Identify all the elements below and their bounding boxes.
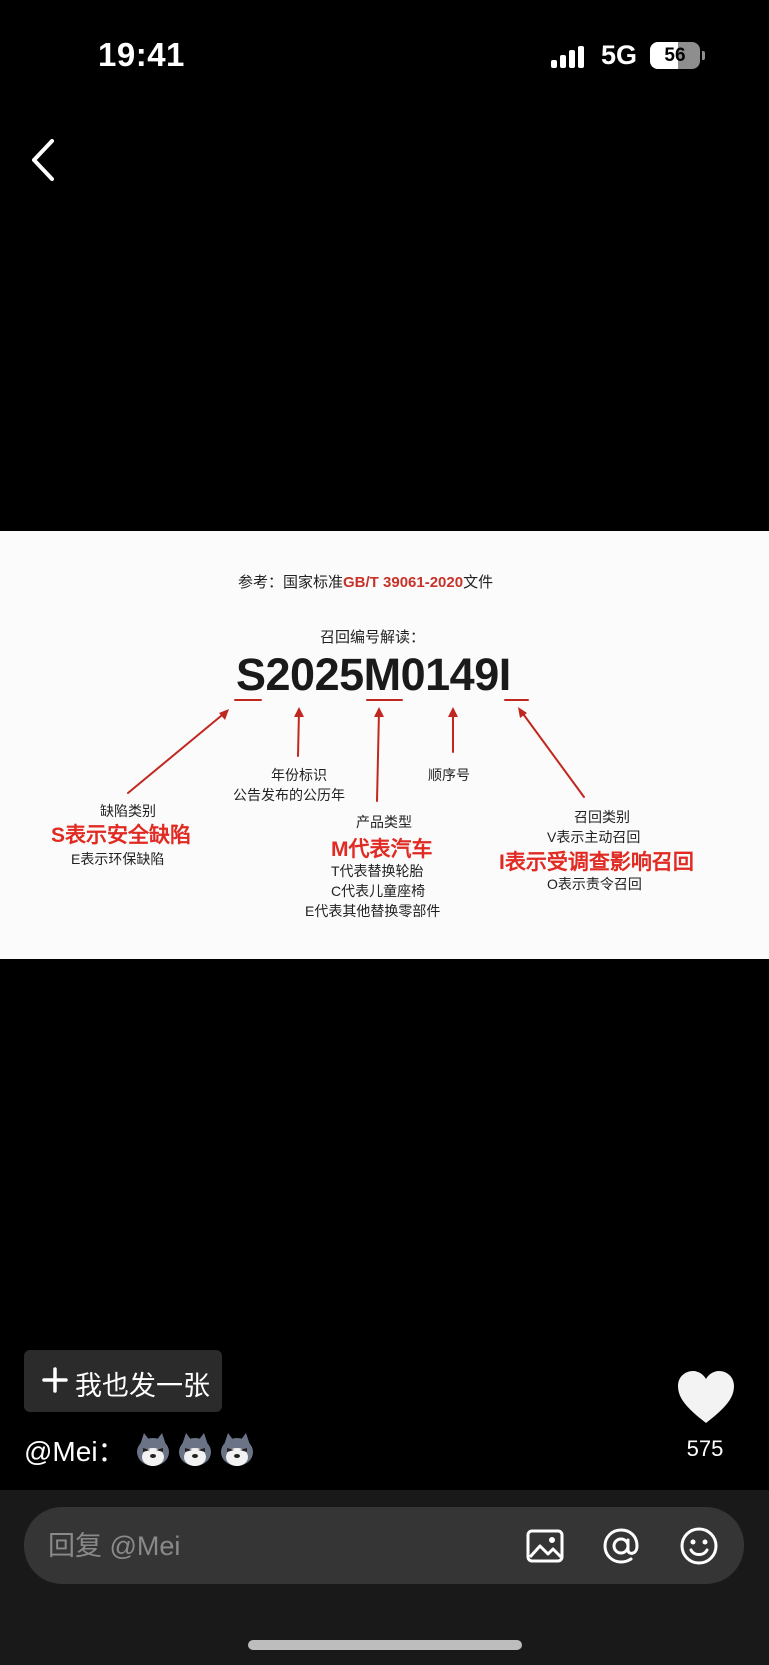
smile-icon[interactable] (678, 1525, 720, 1567)
post-too-button[interactable]: 我也发一张 (24, 1350, 222, 1412)
post-image[interactable]: 参考：国家标准GB/T 39061-2020文件 召回编号解读： S2025M0… (0, 531, 769, 959)
status-time: 19:41 (98, 36, 185, 73)
product-line: T代表替换轮胎 (331, 863, 424, 879)
at-icon[interactable] (600, 1525, 642, 1567)
back-arrow-icon[interactable] (24, 135, 64, 185)
signal-icon (551, 46, 584, 68)
husky-emoji-icon (136, 1433, 169, 1466)
reply-box (24, 1507, 744, 1584)
sequence-title: 顺序号 (428, 767, 470, 783)
home-indicator (248, 1640, 522, 1650)
plus-icon (42, 1367, 68, 1393)
recall-highlight: I表示受调查影响召回 (499, 851, 694, 874)
battery-level: 56 (664, 45, 686, 66)
heart-icon[interactable] (676, 1369, 736, 1425)
reference-line: 参考：国家标准GB/T 39061-2020文件 (238, 574, 494, 591)
arrows-overlay (127, 699, 585, 802)
battery-icon: 56 (650, 42, 705, 69)
post-too-label: 我也发一张 (75, 1371, 210, 1401)
recall-line: O表示责令召回 (547, 876, 642, 892)
image-icon[interactable] (524, 1525, 566, 1567)
defect-line: E表示环保缺陷 (71, 851, 165, 867)
caption-user[interactable]: @Mei： (24, 1436, 126, 1467)
product-line: C代表儿童座椅 (331, 883, 426, 899)
reply-input[interactable] (46, 1525, 470, 1567)
network-type: 5G (601, 40, 638, 70)
recall-line: V表示主动召回 (547, 829, 641, 845)
husky-emoji-icon (220, 1433, 253, 1466)
year-title: 年份标识 (271, 767, 327, 783)
code-heading: 召回编号解读： (320, 629, 426, 646)
post-caption: @Mei： (24, 1430, 256, 1470)
defect-highlight: S表示安全缺陷 (51, 824, 192, 847)
recall-code: S2025M0149I (236, 649, 511, 700)
year-line: 公告发布的公历年 (233, 787, 345, 803)
product-highlight: M代表汽车 (331, 838, 433, 861)
husky-emoji-icon (178, 1433, 211, 1466)
like-count: 575 (686, 1436, 724, 1461)
product-line: E代表其他替换零部件 (305, 903, 441, 919)
defect-title: 缺陷类别 (100, 803, 156, 819)
recall-title: 召回类别 (574, 809, 630, 825)
product-title: 产品类型 (356, 814, 412, 830)
